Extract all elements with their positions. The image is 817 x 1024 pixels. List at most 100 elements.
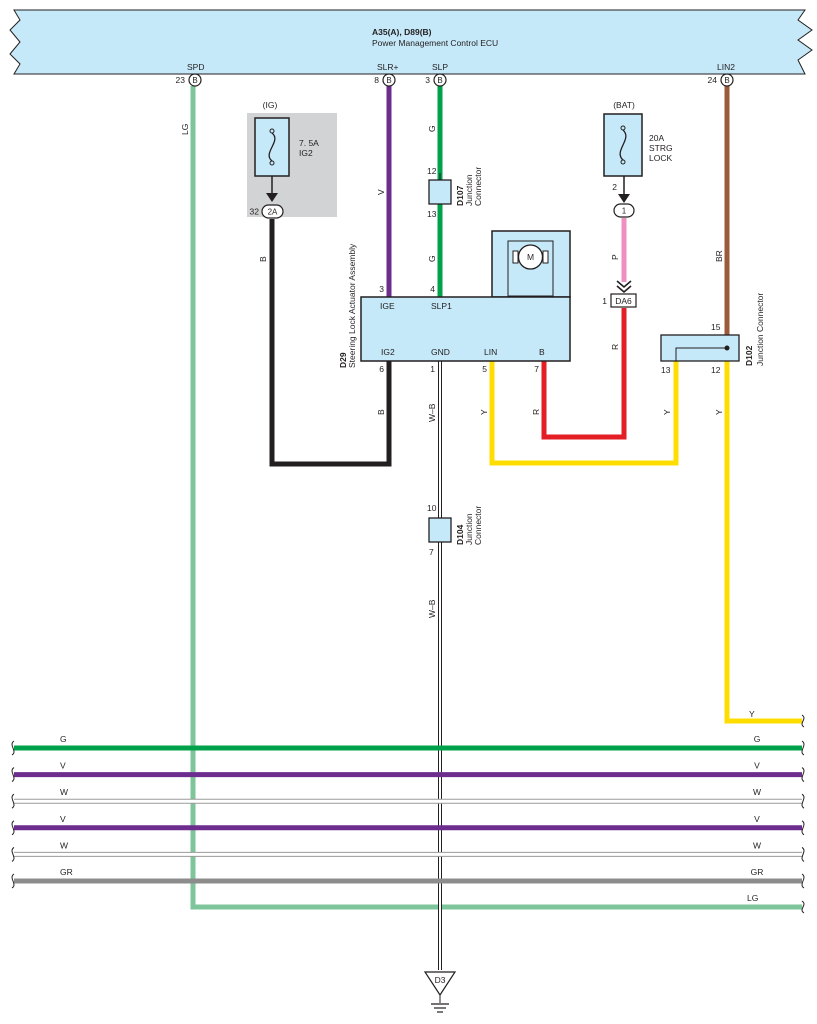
actuator-code: D29 xyxy=(338,352,348,368)
wire-label-br: BR xyxy=(714,250,724,262)
wire-label-g-upper: G xyxy=(427,125,437,132)
bus-label-left-1: V xyxy=(60,761,66,771)
actuator-name: Steering Lock Actuator Assembly xyxy=(347,243,357,368)
fuse-ig-icon xyxy=(254,117,290,177)
wire-label-b-ig2: B xyxy=(376,409,386,415)
junction-connector-d104 xyxy=(428,517,452,543)
ecu-terminal-3: B 3 xyxy=(425,73,447,87)
actuator-pin-slp1: 4 xyxy=(430,284,435,294)
continuation-break-y xyxy=(801,714,805,728)
d104-pin-bottom: 7 xyxy=(429,547,434,557)
bus-label-right-2: W xyxy=(753,787,761,797)
fuse-bat-icon xyxy=(603,113,643,177)
bus-break-left-1 xyxy=(11,767,15,783)
bus-break-left-2 xyxy=(11,793,15,809)
ecu-pin-spd-signal: SPD xyxy=(187,62,204,72)
actuator-pin-b: 7 xyxy=(534,364,539,374)
actuator-pin-ig2: 6 xyxy=(379,364,384,374)
wire-label-y-lin: Y xyxy=(479,409,489,415)
wire-label-g-lower: G xyxy=(427,255,437,262)
wire-r xyxy=(541,308,627,440)
fuse-bat-rating: 20A xyxy=(649,133,664,143)
d107-name2: Connector xyxy=(473,167,483,206)
da6-chevron-icon xyxy=(616,280,632,294)
connector-da6: DA6 1 xyxy=(602,293,637,308)
ecu-name: Power Management Control ECU xyxy=(372,38,498,48)
bus-label-right-3: V xyxy=(754,814,760,824)
wire-label-y-d102-12: Y xyxy=(714,409,724,415)
d107-name1: Junction xyxy=(464,174,474,206)
ground-d3-label: D3 xyxy=(435,975,446,985)
bus-label-left-4: W xyxy=(60,840,68,850)
actuator-pin-lin: 5 xyxy=(482,364,487,374)
connector-1-label: 1 xyxy=(622,207,627,216)
ecu-pin-slp-signal: SLP xyxy=(432,62,448,72)
ecu-terminal-24: B 24 xyxy=(708,73,734,87)
ecu-terminal-24-num: 24 xyxy=(708,75,718,85)
fuse-ig-rating: 7. 5A xyxy=(299,138,319,148)
wire-b-ig2 xyxy=(269,219,392,467)
continuation-label-lg: LG xyxy=(747,893,758,903)
continuation-break-lg xyxy=(801,900,805,914)
connector-da6-pin: 1 xyxy=(602,296,607,306)
connector-2a: 2A 32 xyxy=(250,204,284,219)
bus-break-right-5 xyxy=(801,873,805,889)
fuse-bat-label: (BAT) xyxy=(613,100,635,110)
bus-label-right-4: W xyxy=(753,840,761,850)
fuse-bat-pin: 2 xyxy=(612,182,617,192)
wire-label-p: P xyxy=(610,254,620,260)
wire-label-b-ig: B xyxy=(258,256,268,262)
wire-label-v: V xyxy=(376,189,386,195)
bus-break-right-3 xyxy=(801,820,805,836)
fuse-ig-name: IG2 xyxy=(299,148,313,158)
ecu-body xyxy=(9,9,813,75)
d102-pin-right: 12 xyxy=(711,365,721,375)
actuator-terminal-ige: IGE xyxy=(380,301,395,311)
d104-code: D104 xyxy=(455,524,465,545)
ecu-terminal-24-conn: B xyxy=(724,76,729,85)
motor-icon xyxy=(507,240,554,297)
fuse-bat-arrow-icon xyxy=(618,194,630,203)
bus-break-right-1 xyxy=(801,767,805,783)
connector-1: 1 xyxy=(613,203,635,218)
ecu-terminal-3-num: 3 xyxy=(425,75,430,85)
ecu-terminal-23: B 23 xyxy=(176,73,202,87)
actuator-pin-ige: 3 xyxy=(379,284,384,294)
bus-label-right-1: V xyxy=(754,761,760,771)
actuator-terminal-slp1: SLP1 xyxy=(431,301,452,311)
d102-code: D102 xyxy=(744,345,754,366)
ecu-terminal-23-conn: B xyxy=(192,76,197,85)
junction-connector-d102 xyxy=(660,334,740,362)
bus-break-right-0 xyxy=(801,740,805,756)
ecu-terminal-8-conn: B xyxy=(386,76,391,85)
d107-pin-top: 12 xyxy=(427,166,437,176)
wire-label-r: R xyxy=(610,344,620,350)
ecu-terminal-23-num: 23 xyxy=(176,75,186,85)
connector-2a-label: 2A xyxy=(268,208,278,217)
fuse-ig-label: (IG) xyxy=(263,100,278,110)
bus-label-left-3: V xyxy=(60,814,66,824)
wire-y-d102 xyxy=(724,361,802,724)
wire-y-lin xyxy=(489,361,679,466)
ecu-terminal-3-conn: B xyxy=(437,76,442,85)
wire-label-y-d102-13: Y xyxy=(662,409,672,415)
actuator-terminal-lin: LIN xyxy=(484,347,497,357)
ecu-terminal-8-num: 8 xyxy=(374,75,379,85)
wire-lg-spd xyxy=(190,86,802,910)
actuator-terminal-gnd: GND xyxy=(431,347,450,357)
d102-pin-left: 13 xyxy=(661,365,671,375)
actuator-terminal-ig2: IG2 xyxy=(381,347,395,357)
ecu-codes: A35(A), D89(B) xyxy=(372,27,432,37)
ground-d3 xyxy=(423,971,457,1013)
fuse-bat-name1: STRG xyxy=(649,143,673,153)
bus-break-left-5 xyxy=(11,873,15,889)
ecu-pin-lin2-signal: LIN2 xyxy=(717,62,735,72)
actuator-terminal-b: B xyxy=(539,347,545,357)
ecu-terminal-8: B 8 xyxy=(374,73,396,87)
bus-break-left-3 xyxy=(11,820,15,836)
wire-label-lg: LG xyxy=(180,124,190,135)
connector-2a-pin: 32 xyxy=(250,207,260,217)
d104-pin-top: 10 xyxy=(427,503,437,513)
bus-break-left-4 xyxy=(11,846,15,862)
bus-label-right-0: G xyxy=(754,734,761,744)
